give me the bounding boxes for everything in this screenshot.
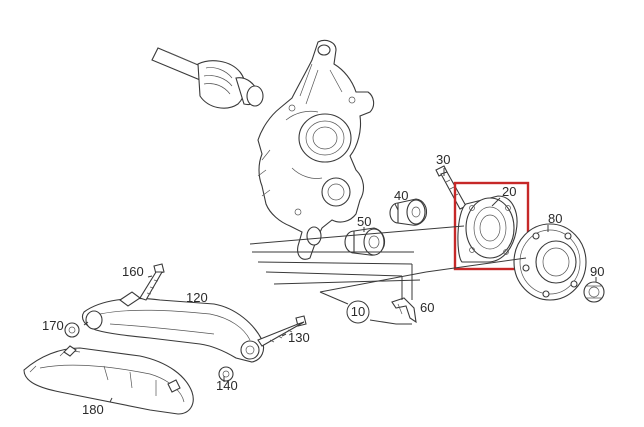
callout-180: 180: [82, 402, 104, 417]
callout-50: 50: [357, 214, 371, 229]
control-arm-120: [81, 291, 265, 363]
leader-lines: [83, 168, 597, 403]
callout-10: 10: [351, 304, 365, 319]
callout-20: 20: [502, 184, 516, 199]
nut-170: [64, 322, 80, 338]
wheel-carrier: [257, 39, 375, 260]
callout-60: 60: [420, 300, 434, 315]
bolt-160: [139, 263, 165, 301]
callout-30: 30: [436, 152, 450, 167]
clip-60: [391, 297, 417, 324]
bolt-130: [257, 315, 307, 347]
callout-10-circle: [346, 300, 370, 324]
drive-shaft: [151, 47, 264, 109]
hub-flange-80: [513, 223, 587, 301]
cover-180: [23, 345, 194, 415]
nut-90: [583, 281, 605, 303]
callout-120: 120: [186, 290, 208, 305]
bushing-50: [344, 227, 386, 256]
wheel-bearing-20: [457, 195, 518, 263]
highlight-box: [453, 181, 530, 271]
callout-140: 140: [216, 378, 238, 393]
bushing-40: [389, 198, 428, 226]
bolt-30: [435, 165, 467, 210]
callout-40: 40: [394, 188, 408, 203]
callout-170: 170: [42, 318, 64, 333]
callout-90: 90: [590, 264, 604, 279]
callout-80: 80: [548, 211, 562, 226]
callout-160: 160: [122, 264, 144, 279]
nut-140: [218, 366, 234, 382]
callout-130: 130: [288, 330, 310, 345]
